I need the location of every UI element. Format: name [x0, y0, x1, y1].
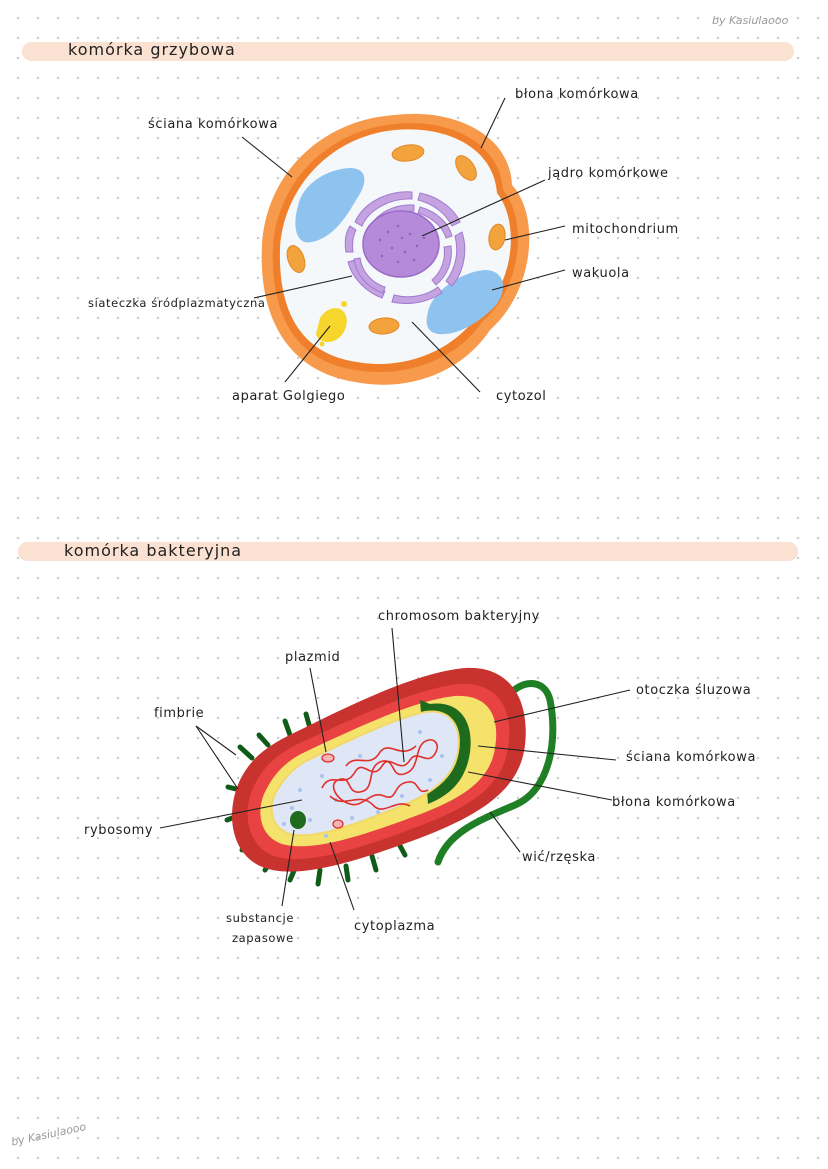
nucleus — [362, 210, 440, 278]
label-fungal-cytosol: cytozol — [496, 389, 546, 404]
bacterial-leader-lines — [159, 627, 631, 911]
label-fungal-cell-membrane: błona komórkowa — [515, 87, 639, 102]
label-bacterial-cytoplasm: cytoplazma — [354, 919, 435, 934]
vacuole-left — [295, 168, 365, 243]
mitochondria — [286, 144, 506, 335]
flagellum — [434, 680, 557, 866]
author-credit-top: by Kasiulaooo — [712, 14, 789, 27]
plasmid-second — [332, 819, 344, 829]
section-banner-bacterial — [18, 542, 798, 561]
storage-granule — [290, 811, 306, 829]
label-bacterial-ribosomes: rybosomy — [84, 823, 153, 838]
label-bacterial-chromosome: chromosom bakteryjny — [378, 609, 540, 624]
label-bacterial-storage-line1: substancje — [226, 911, 294, 925]
section-banner-fungal — [22, 42, 794, 61]
label-bacterial-cell-wall: ściana komórkowa — [626, 750, 756, 765]
label-bacterial-capsule: otoczka śluzowa — [636, 683, 751, 698]
label-bacterial-plasmid: plazmid — [285, 650, 340, 665]
label-fungal-nucleus: jądro komórkowe — [547, 166, 669, 181]
fungal-leader-lines — [241, 97, 566, 393]
section-title-bacterial: komórka bakteryjna — [64, 541, 243, 560]
plasmid — [321, 753, 335, 763]
label-fungal-golgi: aparat Golgiego — [232, 389, 345, 404]
endoplasmic-reticulum — [344, 191, 466, 305]
label-fungal-cell-wall: ściana komórkowa — [148, 117, 278, 132]
nucleolus-dots — [378, 224, 426, 264]
label-fungal-er: siateczka śródplazmatyczna — [88, 296, 266, 310]
label-bacterial-fimbriae: fimbrie — [154, 706, 204, 721]
fungal-cell-diagram: ściana komórkowa błona komórkowa jądro k… — [88, 87, 679, 404]
label-fungal-mitochondrium: mitochondrium — [572, 222, 679, 237]
label-bacterial-storage-line2: zapasowe — [232, 931, 294, 945]
vacuole-right — [426, 270, 504, 335]
label-bacterial-cell-membrane: błona komórkowa — [612, 795, 736, 810]
bacterial-cell-diagram: chromosom bakteryjny plazmid fimbrie oto… — [84, 609, 756, 945]
label-bacterial-flagellum: wić/rzęska — [522, 850, 596, 865]
section-title-fungal: komórka grzybowa — [68, 40, 236, 59]
label-fungal-vacuole: wakuola — [572, 266, 630, 281]
